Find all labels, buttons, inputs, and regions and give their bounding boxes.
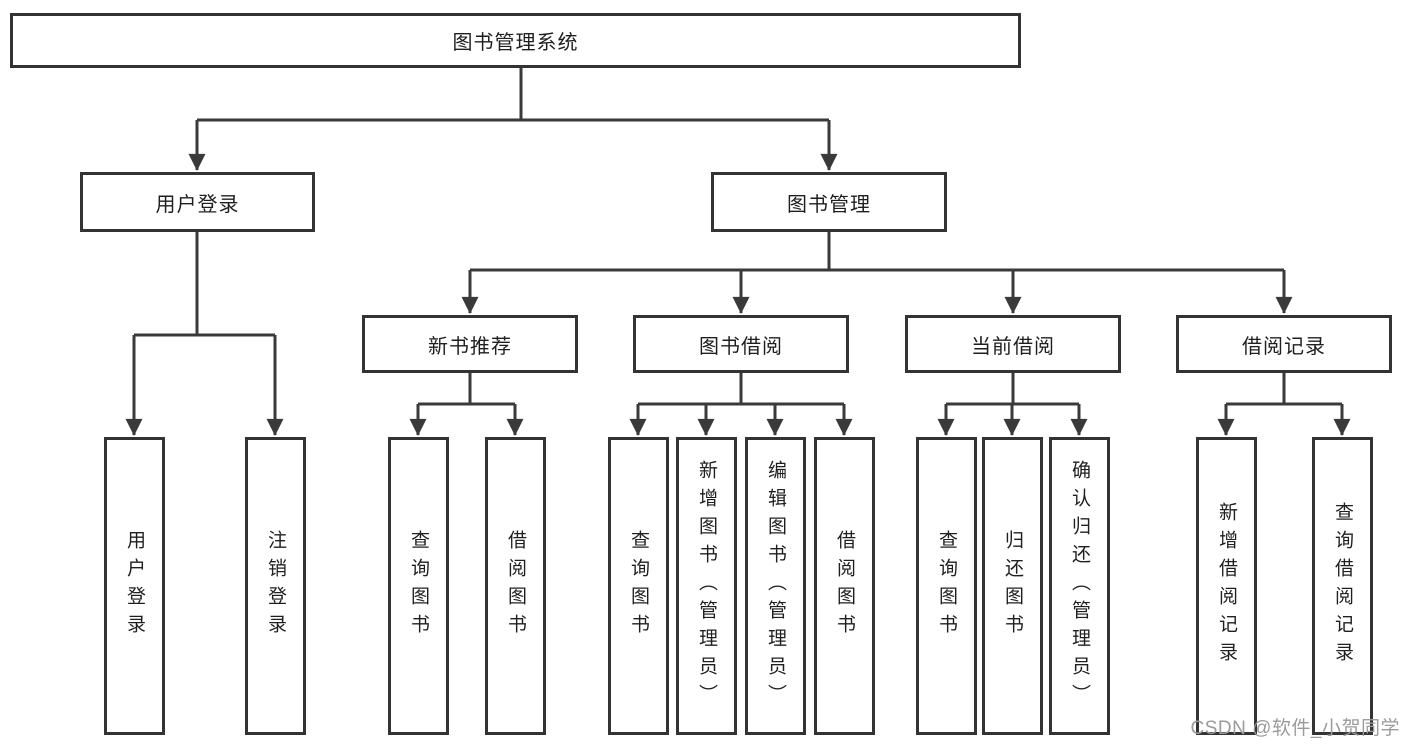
node-recommend-borrow-books: 借阅图书 bbox=[485, 437, 546, 735]
node-book-borrowing: 图书借阅 bbox=[633, 315, 849, 373]
node-add-books-admin-label: 新增图书（管理员） bbox=[696, 460, 717, 712]
node-new-book-recommend: 新书推荐 bbox=[362, 315, 578, 373]
watermark: CSDN @软件_小贺同学 bbox=[1190, 718, 1400, 739]
node-confirm-return-admin: 确认归还（管理员） bbox=[1049, 437, 1110, 735]
node-user-login-action: 用户登录 bbox=[104, 437, 165, 735]
node-add-borrow-record: 新增借阅记录 bbox=[1196, 437, 1257, 735]
node-current-borrowing: 当前借阅 bbox=[905, 315, 1121, 373]
node-borrowing-query-books-label: 查询图书 bbox=[628, 530, 649, 642]
node-recommend-query-books-label: 查询图书 bbox=[408, 530, 429, 642]
node-query-borrow-record: 查询借阅记录 bbox=[1312, 437, 1373, 735]
node-recommend-borrow-books-label: 借阅图书 bbox=[505, 530, 526, 642]
node-user-login-action-label: 用户登录 bbox=[124, 530, 145, 642]
node-root-label: 图书管理系统 bbox=[452, 32, 579, 54]
node-logout: 注销登录 bbox=[245, 437, 306, 735]
node-user-login: 用户登录 bbox=[80, 172, 315, 232]
node-user-login-label: 用户登录 bbox=[155, 193, 240, 216]
node-add-borrow-record-label: 新增借阅记录 bbox=[1216, 502, 1237, 670]
node-add-books-admin: 新增图书（管理员） bbox=[676, 437, 737, 735]
node-edit-books-admin: 编辑图书（管理员） bbox=[745, 437, 806, 735]
node-borrowing-records-label: 借阅记录 bbox=[1242, 335, 1326, 358]
node-return-books-label: 归还图书 bbox=[1002, 530, 1023, 642]
node-current-query-books-label: 查询图书 bbox=[936, 530, 957, 642]
node-recommend-query-books: 查询图书 bbox=[388, 437, 449, 735]
node-root: 图书管理系统 bbox=[10, 13, 1021, 68]
node-query-borrow-record-label: 查询借阅记录 bbox=[1332, 502, 1353, 670]
node-current-borrowing-label: 当前借阅 bbox=[971, 335, 1055, 358]
node-return-books: 归还图书 bbox=[982, 437, 1043, 735]
node-book-borrowing-label: 图书借阅 bbox=[699, 335, 783, 358]
node-logout-label: 注销登录 bbox=[265, 530, 286, 642]
node-borrowing-query-books: 查询图书 bbox=[608, 437, 669, 735]
node-new-book-recommend-label: 新书推荐 bbox=[428, 335, 512, 358]
node-book-management-label: 图书管理 bbox=[787, 193, 871, 216]
node-borrowing-records: 借阅记录 bbox=[1176, 315, 1392, 373]
node-confirm-return-admin-label: 确认归还（管理员） bbox=[1069, 460, 1090, 712]
node-current-query-books: 查询图书 bbox=[916, 437, 977, 735]
node-borrowing-borrow-books: 借阅图书 bbox=[814, 437, 875, 735]
node-book-management: 图书管理 bbox=[711, 172, 947, 232]
node-edit-books-admin-label: 编辑图书（管理员） bbox=[765, 460, 786, 712]
node-borrowing-borrow-books-label: 借阅图书 bbox=[834, 530, 855, 642]
